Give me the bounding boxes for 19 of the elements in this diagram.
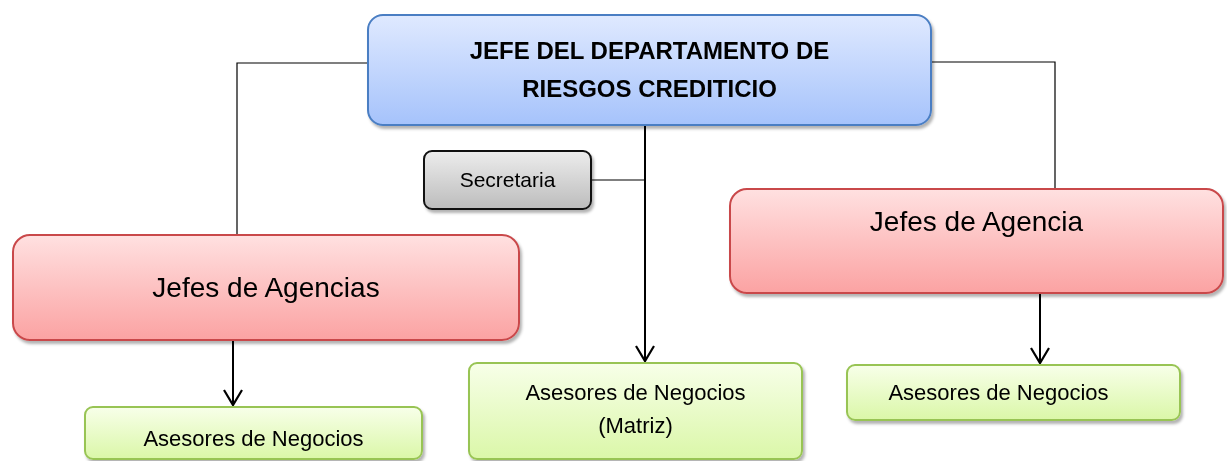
arrow <box>222 340 244 407</box>
node-label: Asesores de Negocios (Matriz) <box>524 379 747 440</box>
arrow <box>634 125 656 363</box>
node-label: Jefes de Agencias <box>152 271 380 304</box>
business-advisers-box <box>84 406 423 460</box>
node-label: Secretaria <box>459 168 556 192</box>
node-label: Jefes de Agencia <box>869 206 1084 238</box>
secretary-box <box>423 150 592 210</box>
connector-line <box>931 61 1056 189</box>
node-label: Asesores de Negocios <box>888 379 1109 407</box>
agency-heads-box <box>12 234 520 341</box>
node-label: JEFE DEL DEPARTAMENTO DE RIESGOS CREDITICIO <box>468 36 831 104</box>
node-label: Asesores de Negocios <box>143 425 364 453</box>
business-advisers-box <box>468 362 803 460</box>
arrow <box>1029 293 1051 365</box>
department-head-box <box>367 14 932 126</box>
agency-heads-box <box>729 188 1224 294</box>
business-advisers-box <box>846 364 1181 421</box>
connector-line <box>236 62 368 235</box>
